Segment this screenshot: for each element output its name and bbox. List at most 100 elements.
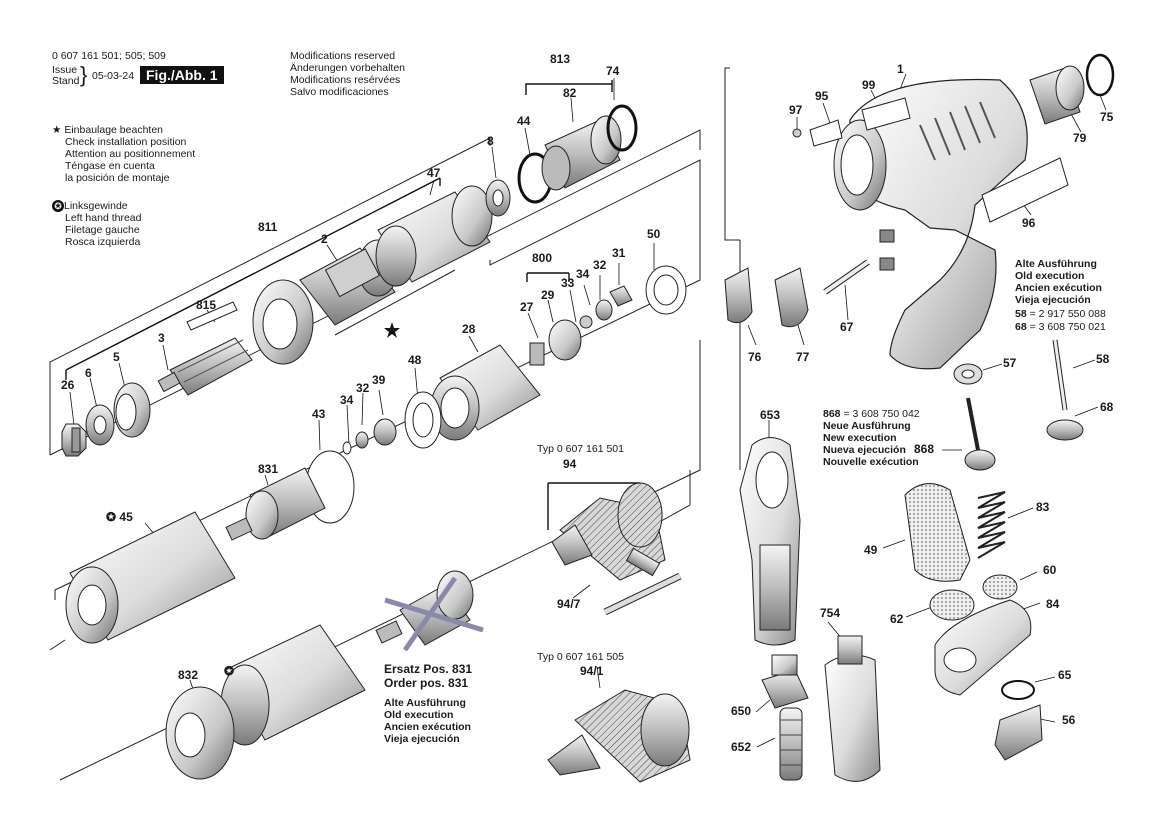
callout-832: 832 xyxy=(178,668,199,682)
callout-56: 56 xyxy=(1062,713,1076,727)
callout-5: 5 xyxy=(113,350,120,364)
callout-94-7: 94/7 xyxy=(557,597,581,611)
star-icon: ★ xyxy=(52,124,62,136)
callout-6: 6 xyxy=(85,366,92,380)
callout-32-top: 32 xyxy=(593,258,607,272)
left-thread-icon: ✪ xyxy=(224,664,235,678)
brace: } xyxy=(80,62,88,87)
callout-3: 3 xyxy=(158,331,165,345)
callout-868: 868 xyxy=(914,442,935,456)
replacement-note: Ersatz Pos. 831 Order pos. 831 xyxy=(384,662,473,690)
callout-57: 57 xyxy=(1003,356,1017,370)
callout-1: 1 xyxy=(897,62,904,76)
callout-31: 31 xyxy=(612,246,626,260)
callout-47: 47 xyxy=(427,166,441,180)
callout-813: 813 xyxy=(550,52,571,66)
callout-39: 39 xyxy=(372,373,386,387)
callout-84: 84 xyxy=(1046,597,1060,611)
nut-832 xyxy=(165,686,235,780)
issue-date: 05-03-24 xyxy=(92,70,135,82)
callout-650: 650 xyxy=(731,704,752,718)
hose-nipple-652 xyxy=(779,707,803,781)
callout-44: 44 xyxy=(517,114,531,128)
callout-800: 800 xyxy=(532,251,553,265)
figure-label: Fig./Abb. 1 xyxy=(140,66,224,84)
callout-76: 76 xyxy=(748,350,762,364)
housing-45 xyxy=(65,511,236,644)
old-execution-note: Alte Ausführung Old execution Ancien exé… xyxy=(1015,258,1102,306)
replacement-old-execution: Alte Ausführung Old execution Ancien exé… xyxy=(384,697,471,745)
left-thread-icon: ✪ xyxy=(106,510,117,524)
stand-label: Stand xyxy=(52,75,80,87)
type-label-505: Typ 0 607 161 505 xyxy=(537,651,624,663)
callout-97: 97 xyxy=(789,103,803,117)
spindle-831 xyxy=(225,450,355,541)
ring-gear-28 xyxy=(430,344,541,441)
callout-96: 96 xyxy=(1022,216,1036,230)
modifications-note: Modifications reserved Änderungen vorbeh… xyxy=(290,50,406,98)
callout-60: 60 xyxy=(1043,563,1057,577)
callout-831: 831 xyxy=(258,462,279,476)
chuck-key-94-7 xyxy=(603,547,682,616)
callout-49: 49 xyxy=(864,543,878,557)
issue-label: Issue xyxy=(52,64,78,76)
crossed-out-part xyxy=(375,570,484,652)
installation-star-icon xyxy=(384,322,400,338)
callout-50: 50 xyxy=(647,227,661,241)
callout-27: 27 xyxy=(520,300,534,314)
keyless-chuck-94-1 xyxy=(547,689,691,783)
old-exec-code-68: 68 = 3 608 750 021 xyxy=(1015,321,1106,333)
callout-652: 652 xyxy=(731,740,752,754)
new-exec-code: 868 = 3 608 750 042 xyxy=(823,408,920,420)
part-82 xyxy=(541,115,622,191)
inlet-79 xyxy=(1029,65,1085,125)
callout-811: 811 xyxy=(258,220,278,234)
callout-94-1: 94/1 xyxy=(580,664,604,678)
callout-65: 65 xyxy=(1058,668,1072,682)
callout-48: 48 xyxy=(408,353,422,367)
housing-47 xyxy=(375,185,493,287)
callout-58: 58 xyxy=(1096,352,1110,366)
callout-68: 68 xyxy=(1100,400,1114,414)
callout-32-bottom: 32 xyxy=(356,381,370,395)
callout-45: ✪ 45 xyxy=(106,510,133,524)
tool-housing-1 xyxy=(833,78,1028,370)
callout-94: 94 xyxy=(563,457,577,471)
pinion-26 xyxy=(61,423,87,457)
callout-75: 75 xyxy=(1100,110,1114,124)
type-label-501: Typ 0 607 161 501 xyxy=(537,443,624,455)
old-exec-code-58: 58 = 2 917 550 088 xyxy=(1015,308,1106,320)
callout-99: 99 xyxy=(862,78,876,92)
callout-2: 2 xyxy=(321,232,328,246)
new-execution-note: Neue Ausführung New execution Nueva ejec… xyxy=(823,420,919,468)
callout-34-top: 34 xyxy=(576,267,590,281)
callout-29: 29 xyxy=(541,288,555,302)
callout-34-bottom: 34 xyxy=(340,393,354,407)
side-handle-653 xyxy=(739,437,801,646)
callout-26: 26 xyxy=(61,378,75,392)
callout-79: 79 xyxy=(1073,131,1087,145)
callout-83: 83 xyxy=(1036,500,1050,514)
callout-33: 33 xyxy=(561,276,575,290)
left-thread-icon: ✪ xyxy=(52,200,64,212)
callout-28: 28 xyxy=(462,322,476,336)
callout-754: 754 xyxy=(820,606,841,620)
callout-77: 77 xyxy=(796,350,810,364)
callout-43: 43 xyxy=(312,407,326,421)
callout-67: 67 xyxy=(840,320,854,334)
callout-95: 95 xyxy=(815,89,829,103)
silencer-754 xyxy=(824,635,881,782)
rotor-3 xyxy=(157,337,253,396)
callout-62: 62 xyxy=(890,612,904,626)
issue-stand: Issue Stand xyxy=(52,65,79,87)
part-numbers: 0 607 161 501; 505; 509 xyxy=(52,50,166,62)
callout-74: 74 xyxy=(606,64,620,78)
callout-82: 82 xyxy=(563,86,577,100)
callout-8: 8 xyxy=(487,134,494,148)
left-thread-note: ✪Linksgewinde Left hand thread Filetage … xyxy=(52,200,141,248)
callout-653: 653 xyxy=(760,408,781,422)
callout-815: 815 xyxy=(196,298,217,312)
install-note: ★ Einbaulage beachten Check installation… xyxy=(52,124,196,184)
left-thread-marker: ✪ xyxy=(224,664,234,678)
